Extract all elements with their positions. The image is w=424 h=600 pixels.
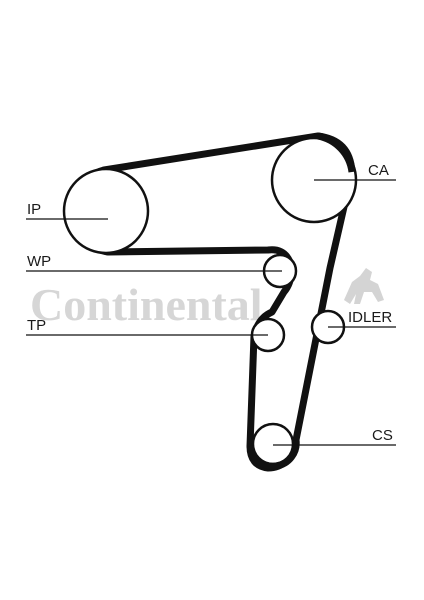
wp-label: WP — [27, 253, 51, 270]
ca-belt-wrap — [317, 132, 356, 173]
ca-label: CA — [368, 162, 389, 179]
continental-watermark: Continental — [30, 268, 384, 330]
idler-label: IDLER — [348, 309, 392, 326]
ip-pulley — [62, 167, 150, 255]
horse-logo-icon — [344, 268, 384, 304]
watermark-text: Continental — [30, 279, 263, 330]
cs-belt-wrap — [246, 439, 300, 470]
ip-label: IP — [27, 201, 41, 218]
cs-label: CS — [372, 427, 393, 444]
tp-label: TP — [27, 317, 46, 334]
